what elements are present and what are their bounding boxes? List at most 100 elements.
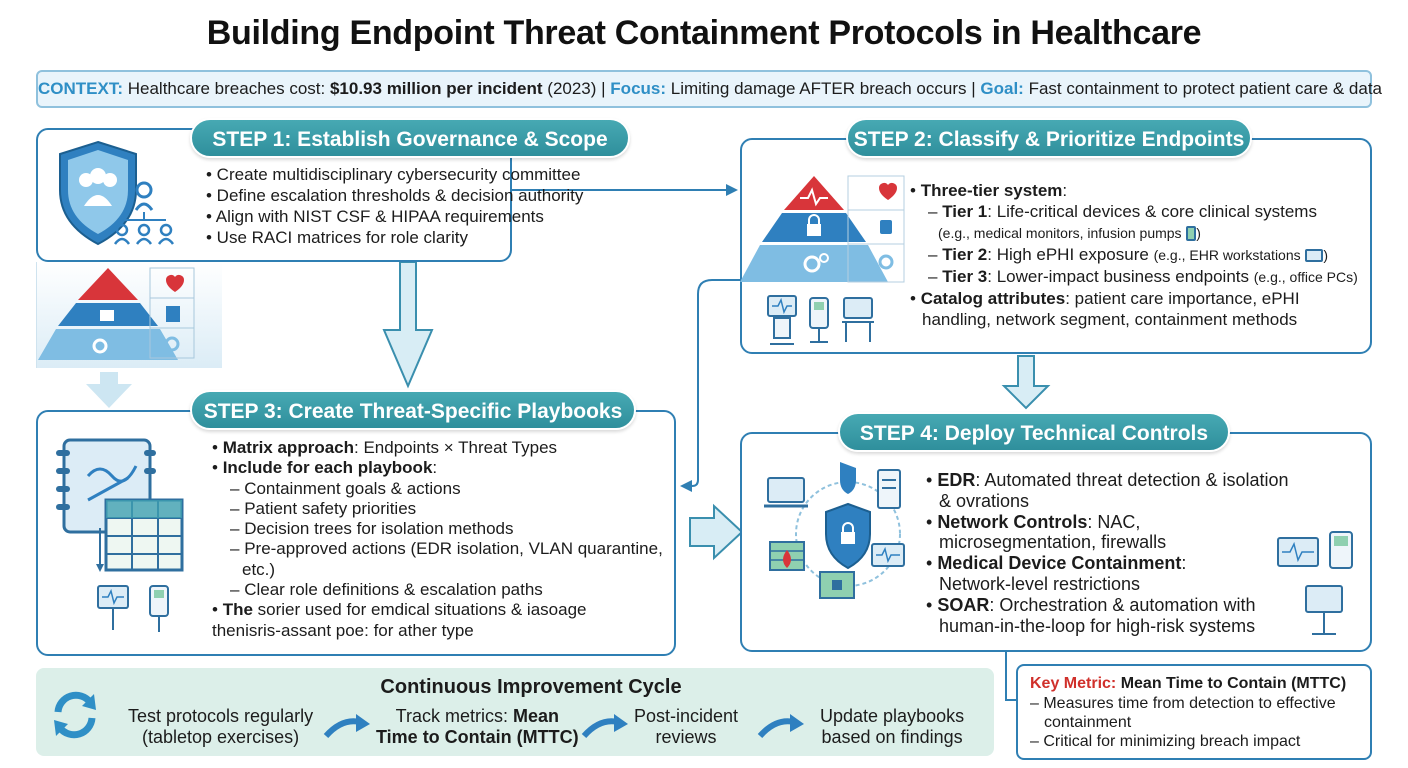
curved-arrow-icon (581, 718, 619, 739)
tier3-example: (e.g., office PCs) (1253, 269, 1358, 285)
metric-label: Key Metric: (1030, 675, 1117, 692)
last-text: sorier used for emdical situations & ias… (252, 600, 587, 620)
cycle-step-track-line1: Track metrics: Mean (376, 706, 579, 727)
playbook-item: – Patient safety priorities (230, 498, 417, 518)
key-metric-box: Key Metric: Mean Time to Contain (MTTC) … (1016, 664, 1372, 760)
net-text: : NAC, (1087, 511, 1141, 532)
metric-items: – Measures time from detection to effect… (1030, 694, 1336, 751)
infusion-pump-icon (1186, 226, 1197, 242)
metric-header: Key Metric: Mean Time to Contain (MTTC) (1030, 674, 1346, 693)
edr-text: : Automated threat detection & isolation (975, 470, 1289, 490)
goal-text: Fast containment to protect patient care… (1028, 79, 1383, 98)
med-line-2: Network-level restrictions (939, 573, 1141, 594)
cycle-step-track: Track metrics: Mean Time to Contain (MTT… (376, 706, 579, 748)
soar-text: : Orchestration & automation with (989, 594, 1256, 615)
step4-bullets: • EDR: Automated threat detection & isol… (926, 470, 1289, 636)
context-year: (2023) | (547, 79, 606, 98)
soar-line: • SOAR: Orchestration & automation with (926, 594, 1256, 615)
track-text: Track metrics: (395, 706, 513, 726)
tier2-example: (e.g., EHR workstations (1153, 247, 1301, 263)
focus-label: Focus: (610, 79, 667, 98)
playbook-item-text: Clear role definitions & escalation path… (244, 580, 543, 600)
cycle-step-update-line2: based on findings (821, 727, 963, 747)
goal-label: Goal: (980, 79, 1024, 98)
include-line: • Include for each playbook: (212, 458, 438, 478)
metric-title: Mean Time to Contain (MTTC) (1120, 675, 1347, 692)
last-line-2: thenisris-assant poe: for ather type (212, 620, 474, 640)
context-label: CONTEXT: (38, 79, 123, 98)
tier3-label: Tier 3 (942, 267, 988, 286)
edr-line: • EDR: Automated threat detection & isol… (926, 470, 1289, 490)
context-cost: $10.93 million per incident (329, 79, 543, 98)
playbook-item: – Clear role definitions & escalation pa… (230, 580, 543, 600)
playbook-item-text: Containment goals & actions (244, 478, 461, 498)
metric-item: – Measures time from detection to effect… (1030, 695, 1336, 712)
connector-step4-to-metric (1005, 652, 1016, 701)
playbook-item: – Decision trees for isolation methods (230, 519, 514, 539)
last-label: The (222, 600, 253, 620)
playbook-item-text: Decision trees for isolation methods (244, 519, 514, 539)
med-text: : (1181, 553, 1187, 574)
step2-bullets: • Three-tier system: – Tier 1: Life-crit… (910, 180, 1358, 330)
step1-bullets: • Create multidisciplinary cybersecurity… (206, 164, 583, 248)
playbook-item: – Containment goals & actions (230, 478, 461, 498)
tier1-example: (e.g., medical monitors, infusion pumps (938, 225, 1182, 241)
tier1-label: Tier 1 (942, 202, 988, 221)
workstation-icon (1305, 249, 1324, 263)
tier3-text: : Lower-impact business endpoints (987, 267, 1249, 286)
arrow-step3-to-step4 (689, 503, 744, 561)
net-line-2: microsegmentation, firewalls (939, 532, 1167, 553)
medical-devices-icon (767, 295, 874, 345)
cycle-arrow-icons (323, 714, 804, 739)
tier1-example-line: (e.g., medical monitors, infusion pumps … (938, 225, 1201, 242)
tier2-label: Tier 2 (942, 245, 988, 264)
matrix-line: • Matrix approach: Endpoints × Threat Ty… (212, 438, 558, 457)
cycle-step-review-line1: Post-incident (634, 706, 739, 726)
soar-label: SOAR (937, 594, 990, 615)
context-banner: CONTEXT: Healthcare breaches cost: $10.9… (36, 70, 1382, 108)
cycle-step-update-line1: Update playbooks (820, 706, 965, 726)
playbook-icon (56, 438, 184, 632)
catalog-text: : patient care importance, ePHI (1065, 289, 1300, 308)
cycle-step-test: Test protocols regularly (tabletop exerc… (128, 706, 313, 748)
page-title: Building Endpoint Threat Containment Pro… (206, 14, 1202, 52)
playbook-item: – Pre-approved actions (EDR isolation, V… (230, 539, 663, 559)
network-security-icon (764, 462, 905, 599)
step3-bullets: • Matrix approach: Endpoints × Threat Ty… (212, 438, 663, 641)
step1-bullet: • Create multidisciplinary cybersecurity… (206, 165, 581, 184)
improvement-cycle-panel: Continuous Improvement Cycle Test protoc… (36, 668, 994, 756)
arrow-shadow-down (86, 372, 132, 408)
device-cluster-icon (1277, 531, 1353, 635)
step4-title: STEP 4: Deploy Technical Controls (838, 412, 1230, 452)
metric-item: – Critical for minimizing breach impact (1030, 733, 1301, 750)
playbook-item-text: Pre-approved actions (EDR isolation, VLA… (244, 539, 663, 559)
pyramid-echo-icon (38, 267, 195, 360)
tier1-text: : Life-critical devices & core clinical … (987, 202, 1317, 221)
edr-line-2: & ovrations (939, 490, 1030, 511)
governance-shield-icon (59, 140, 175, 246)
cycle-step-update: Update playbooks based on findings (820, 706, 964, 748)
last-line: • The sorier used for emdical situations… (212, 600, 587, 620)
step2-heading: • Three-tier system: (910, 181, 1068, 200)
arrow-step2-to-step3 (688, 279, 740, 487)
include-label: Include for each playbook (222, 458, 433, 478)
matrix-text: : Endpoints × Threat Types (354, 438, 558, 457)
net-label: Network Controls (937, 511, 1088, 532)
focus-text: Limiting damage AFTER breach occurs | (670, 79, 976, 98)
arrow-step2-to-step4 (1001, 355, 1051, 410)
catalog-line-2: handling, network segment, containment m… (922, 310, 1298, 329)
med-line: • Medical Device Containment: (926, 553, 1187, 574)
tier3-line: – Tier 3: Lower-impact business endpoint… (928, 267, 1358, 286)
cycle-step-review: Post-incident reviews (634, 706, 738, 748)
playbook-item-cont: etc.) (242, 559, 276, 579)
playbook-item-text: Patient safety priorities (244, 498, 417, 518)
net-line: • Network Controls: NAC, (926, 511, 1141, 532)
tier-heading: Three-tier system (920, 181, 1063, 200)
med-label: Medical Device Containment (937, 553, 1182, 574)
step3-title: STEP 3: Create Threat-Specific Playbooks (190, 390, 636, 430)
cycle-step-review-line2: reviews (655, 727, 717, 747)
curved-arrow-icon (757, 718, 795, 739)
arrow-step1-to-step3 (382, 261, 434, 389)
step1-bullet: • Define escalation thresholds & decisio… (206, 186, 584, 205)
step1-bullet: • Align with NIST CSF & HIPAA requiremen… (206, 207, 544, 226)
